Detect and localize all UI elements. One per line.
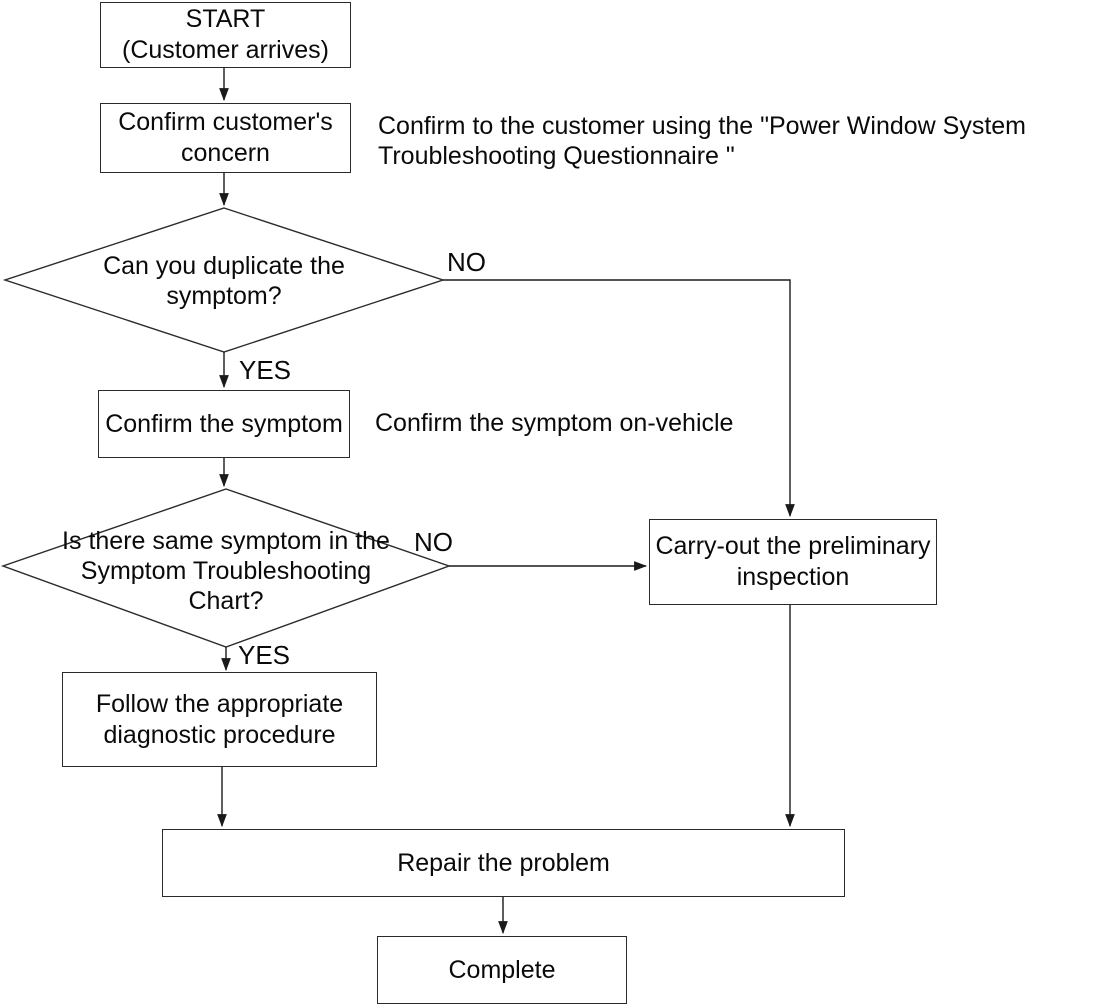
label-yes-2: YES	[238, 640, 291, 670]
label-yes-1: YES	[239, 355, 292, 385]
node-start-text: START (Customer arrives)	[122, 4, 329, 66]
confirm-symptom-label: Confirm the symptom	[105, 409, 343, 438]
start-title: START	[185, 5, 266, 33]
complete-label: Complete	[448, 955, 556, 984]
node-confirm-concern: Confirm customer's concern	[100, 103, 351, 173]
node-follow-procedure: Follow the appropriate diagnostic proced…	[62, 672, 377, 767]
decision-symptom-chart-text: Is there same symptom in the Symptom Tro…	[62, 526, 390, 615]
label-no-2: NO	[414, 527, 453, 557]
arrow-decision1-no	[443, 279, 795, 518]
follow-procedure-label: Follow the appropriate diagnostic proced…	[95, 689, 344, 749]
node-confirm-symptom: Confirm the symptom	[98, 390, 350, 458]
note-questionnaire: Confirm to the customer using the "Power…	[378, 112, 1027, 170]
node-repair: Repair the problem	[162, 829, 845, 897]
start-subtitle: (Customer arrives)	[122, 36, 329, 64]
note-on-vehicle: Confirm the symptom on-vehicle	[375, 409, 734, 437]
decision-duplicate-symptom-text: Can you duplicate the symptom?	[103, 252, 345, 310]
carry-out-label: Carry-out the preliminary inspection	[655, 532, 931, 591]
confirm-concern-label: Confirm customer's concern	[118, 108, 333, 167]
label-no-1: NO	[447, 247, 486, 277]
node-carry-out-inspection: Carry-out the preliminary inspection	[649, 519, 937, 605]
repair-label: Repair the problem	[397, 848, 610, 877]
node-start: START (Customer arrives)	[100, 2, 351, 68]
node-complete: Complete	[377, 936, 627, 1004]
